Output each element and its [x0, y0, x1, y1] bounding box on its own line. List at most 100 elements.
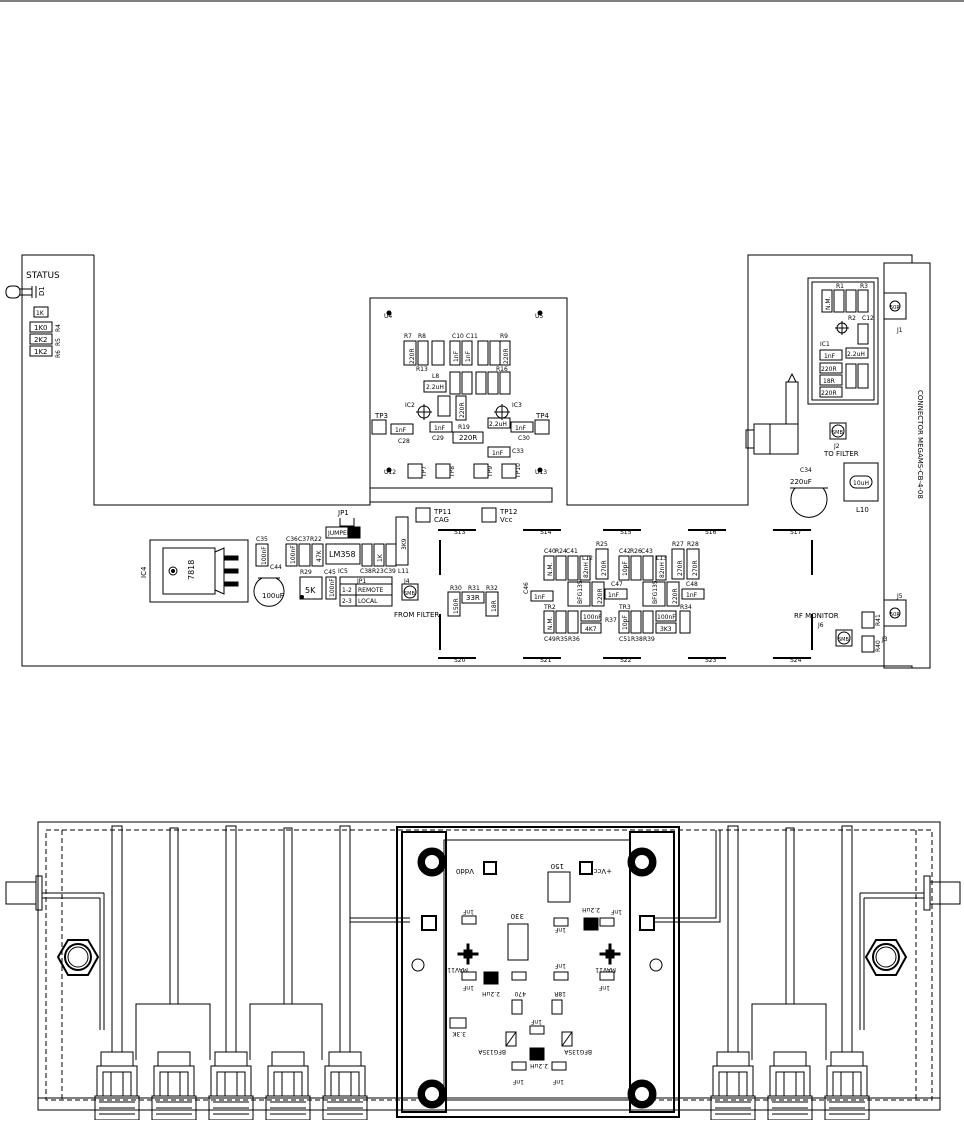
connector-j2 [753, 423, 799, 455]
value-c34: 220uF [790, 478, 812, 486]
inductor-l9 [487, 417, 511, 429]
label-tr3: TR3 [618, 604, 631, 611]
testpoint-tp4 [534, 419, 550, 435]
label-mav11-a: MAV11 [447, 966, 468, 973]
value-2u2-a: 2.2uH [582, 906, 600, 913]
label-r19: R19 [458, 424, 470, 431]
label-c38: C38 [360, 568, 372, 575]
status-label: STATUS [26, 271, 60, 281]
value-r19: 220R [459, 434, 477, 442]
label-r6: R6 [55, 350, 62, 358]
value-3k3: 3.3K [451, 1030, 466, 1037]
shield-bar [369, 487, 553, 503]
value-1k2: 1K2 [34, 348, 48, 356]
label-tp12: TP12 [499, 508, 517, 516]
connector-body [883, 262, 931, 669]
connector-j5 [883, 599, 907, 627]
inductor-l10 [843, 462, 879, 502]
label-bfg135a-b: BFG135A [563, 1048, 592, 1055]
value-c45: 100nF [329, 578, 336, 597]
value-c30: 1nF [515, 425, 527, 432]
rf-amplifier: C40 R24 C41 R25 N.M. 270R L12 82nH C42 R… [523, 541, 705, 643]
connector-j2-smb [829, 422, 847, 440]
option1-pins: 1-2 [342, 587, 352, 594]
resistor-r5 [29, 333, 53, 345]
label-c39: C39 [384, 568, 396, 575]
value-r28: 270R [692, 560, 699, 576]
label-tp4: TP4 [535, 412, 549, 420]
label-c10: C10 [452, 333, 464, 340]
label-r16: R16 [496, 366, 508, 373]
value-r30: 150R [453, 598, 460, 614]
label-c28: C28 [398, 438, 410, 445]
cap-c35 [255, 543, 269, 567]
option1-name: REMOTE [358, 587, 384, 594]
table-header: JP1 [356, 578, 366, 585]
label-rf-monitor: RF MONITOR [794, 612, 839, 620]
clip-s21: S21 [540, 657, 552, 664]
value-4k7: 4K7 [585, 626, 597, 633]
label-c48: C48 [686, 581, 698, 588]
value-1nf-e: 1nF [554, 962, 566, 969]
label-r8: R8 [418, 333, 426, 340]
cap-c28 [390, 423, 414, 435]
value-c40: N.M. [547, 562, 554, 576]
label-r23: R23 [372, 568, 384, 575]
label-l10: L10 [856, 506, 869, 514]
trimmer-r29 [299, 576, 323, 600]
value-3k3: 3K3 [660, 626, 672, 633]
option2-pins: 2-3 [342, 598, 352, 605]
label-r37: R37 [605, 617, 617, 624]
value-r32: 18R [491, 600, 498, 612]
value-jumper: JUMPER [327, 530, 351, 537]
label-jp1: JP1 [337, 509, 349, 517]
value-2u2-b: 2.2uH [482, 990, 500, 997]
testpoint-tp10 [501, 463, 517, 479]
label-r4: R4 [55, 324, 62, 332]
value-18r-ic1: 18R [823, 378, 835, 385]
label-c11: C11 [466, 333, 478, 340]
label-r36: R36 [568, 636, 580, 643]
cap-c47 [604, 588, 628, 600]
value-l10: 10uH [853, 480, 869, 487]
label-tp7: TP7 [421, 466, 428, 478]
label-c40: C40 [544, 548, 556, 555]
label-tp9: TP9 [487, 466, 494, 478]
label-u5: U5 [535, 313, 543, 320]
value-c47: 1nF [608, 592, 620, 599]
label-u12: U12 [384, 469, 396, 476]
filter-assembly: Vdd0 +Vcc 150 330 1nF 1nF 2.2uH 1nF MAV1… [5, 821, 961, 1121]
label-r26: R26 [630, 548, 642, 555]
cap-c44 [253, 577, 285, 607]
connector-j6 [835, 629, 853, 647]
value-c49: N.M. [547, 616, 554, 630]
label-ic4: IC4 [140, 566, 148, 578]
label-l13: L13 [656, 555, 667, 562]
value-j5: 50R [890, 612, 900, 618]
label-c46: C46 [523, 582, 530, 594]
value-c29: 1nF [434, 425, 446, 432]
label-mav11-b: MAV11 [595, 966, 616, 973]
value-r31: 33R [466, 594, 480, 602]
shield-clips: S13 S14 S15 S16 S17 S20 S21 S22 S23 S24 [438, 529, 813, 664]
smb-j4: SMB [404, 591, 415, 597]
label-j4: J4 [403, 578, 410, 585]
output-connector [929, 881, 961, 905]
label-vcc: Vcc [500, 516, 513, 524]
testpoint-tp8 [435, 463, 451, 479]
value-150: 150 [551, 862, 564, 870]
transistor-tr2 [567, 581, 591, 607]
clip-s15: S15 [620, 529, 632, 536]
value-1nf-h: 1nF [512, 1078, 524, 1085]
value-center: 220R [459, 402, 466, 418]
value-j1: 50R [890, 305, 900, 311]
transistor-tr3 [642, 581, 666, 607]
label-r13: R13 [416, 366, 428, 373]
value-c44: 100uF [262, 592, 284, 600]
cap-c34 [790, 487, 828, 518]
label-r29: R29 [300, 569, 312, 576]
label-j1: J1 [896, 327, 903, 334]
label-c30: C30 [518, 435, 530, 442]
value-l8: 2.2uH [426, 384, 444, 391]
